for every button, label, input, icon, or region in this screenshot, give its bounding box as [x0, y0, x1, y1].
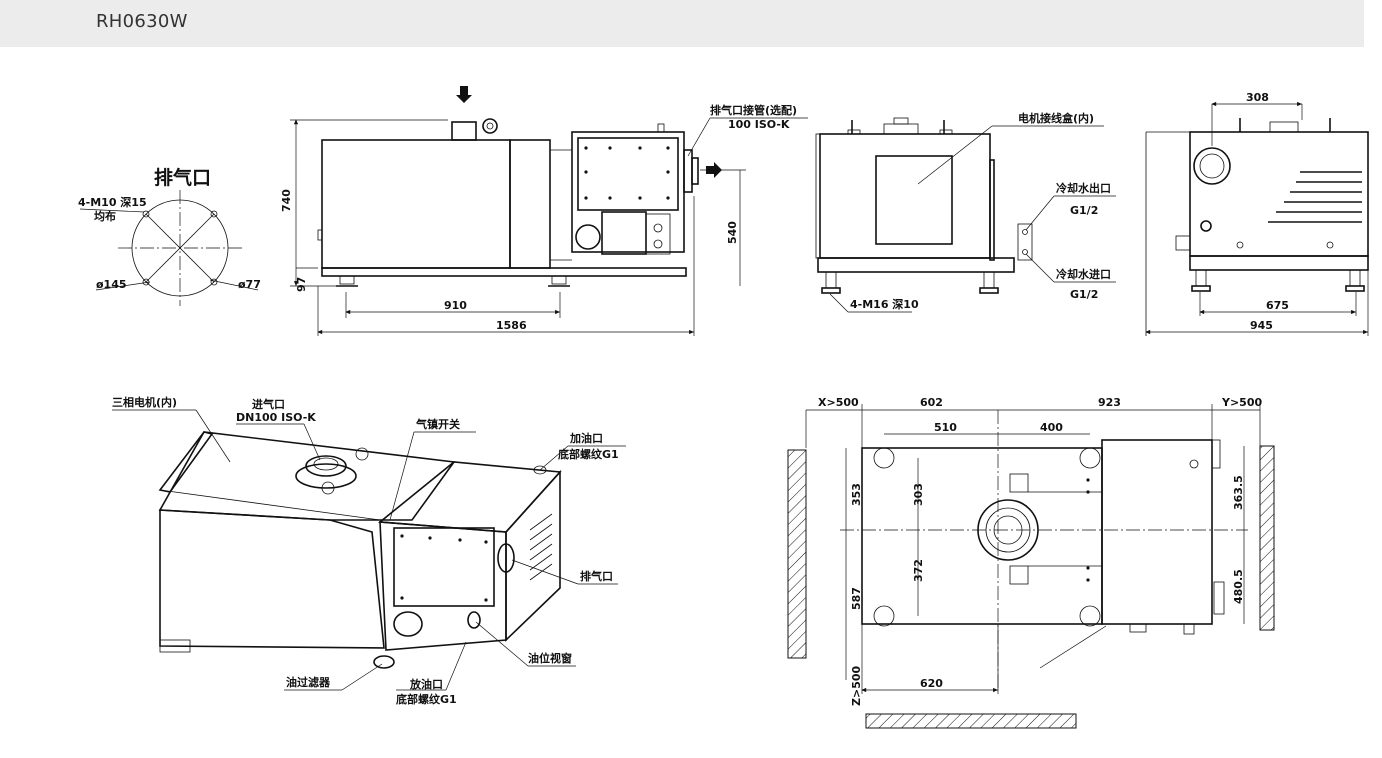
end-view: 308 675 945	[1145, 91, 1369, 336]
dia-inner: ø77	[238, 278, 261, 291]
dim-363-5: 363.5	[1232, 475, 1245, 510]
y-clear: Y>500	[1221, 396, 1262, 409]
inlet-std-label: DN100 ISO-K	[236, 411, 316, 424]
front-view: 740 97 540 910 1586 排气口接管(选配) 100 ISO-K	[280, 86, 808, 336]
motor-label: 三相电机(内)	[112, 395, 177, 409]
dim-top: 308	[1246, 91, 1269, 104]
motor-box-label: 电机接线盒(内)	[1018, 111, 1094, 125]
exhaust-pipe-label: 排气口接管(选配)	[710, 103, 797, 117]
plan-view: X>500 602 923 Y>500 510 400 353 587 303 …	[787, 396, 1275, 729]
dim-400: 400	[1040, 421, 1063, 434]
dim-587: 587	[850, 587, 863, 610]
dim-510: 510	[934, 421, 957, 434]
isometric-view: 三相电机(内) 进气口 DN100 ISO-K 气镇开关 加油口 底部螺纹G1 …	[112, 395, 626, 706]
dim-foot: 97	[295, 277, 308, 292]
dim-620: 620	[920, 677, 943, 690]
dim-303: 303	[912, 483, 925, 506]
exhaust-std-label: 100 ISO-K	[728, 118, 790, 131]
dim-602: 602	[920, 396, 943, 409]
oil-drain-label: 放油口	[409, 677, 443, 691]
foot-note: 4-M16 深10	[850, 297, 919, 311]
oil-fill-thread: 底部螺纹G1	[558, 447, 619, 461]
model-title: RH0630W	[96, 11, 188, 32]
dim-height: 740	[280, 189, 293, 212]
dim-width: 945	[1250, 319, 1273, 332]
oil-filter-label: 油过滤器	[286, 675, 331, 689]
dim-372: 372	[912, 559, 925, 582]
water-in-thread: G1/2	[1070, 288, 1098, 301]
dim-feet: 675	[1266, 299, 1289, 312]
side-view: 电机接线盒(内) 冷却水出口 G1/2 冷却水进口 G1/2 4-M16 深10	[815, 111, 1116, 313]
dim-length: 1586	[496, 319, 527, 332]
oil-window-label: 油位视窗	[528, 651, 572, 665]
dim-outlet-height: 540	[726, 221, 739, 244]
bolt-note: 4-M10 深15	[78, 195, 147, 209]
gas-ballast-label: 气镇开关	[415, 417, 460, 431]
water-in-label: 冷却水进口	[1056, 267, 1111, 281]
oil-fill-label: 加油口	[569, 431, 603, 445]
inlet-label: 进气口	[252, 397, 285, 411]
dim-feet-span: 910	[444, 299, 467, 312]
dim-353: 353	[850, 483, 863, 506]
outlet-title: 排气口	[154, 166, 211, 189]
bolt-note-2: 均布	[94, 209, 116, 223]
outlet-flange-view: 排气口 4-M10 深15 均布 ø145 ø77	[78, 166, 261, 306]
water-out-thread: G1/2	[1070, 204, 1098, 217]
header-bar: RH0630W	[0, 0, 1364, 47]
exhaust-label: 排气口	[580, 569, 613, 583]
oil-drain-thread: 底部螺纹G1	[396, 692, 457, 706]
dim-923: 923	[1098, 396, 1121, 409]
dim-480-5: 480.5	[1232, 569, 1245, 604]
dia-outer: ø145	[96, 278, 127, 291]
x-clear: X>500	[818, 396, 859, 409]
water-out-label: 冷却水出口	[1056, 181, 1111, 195]
z-clear: Z>500	[850, 665, 863, 706]
